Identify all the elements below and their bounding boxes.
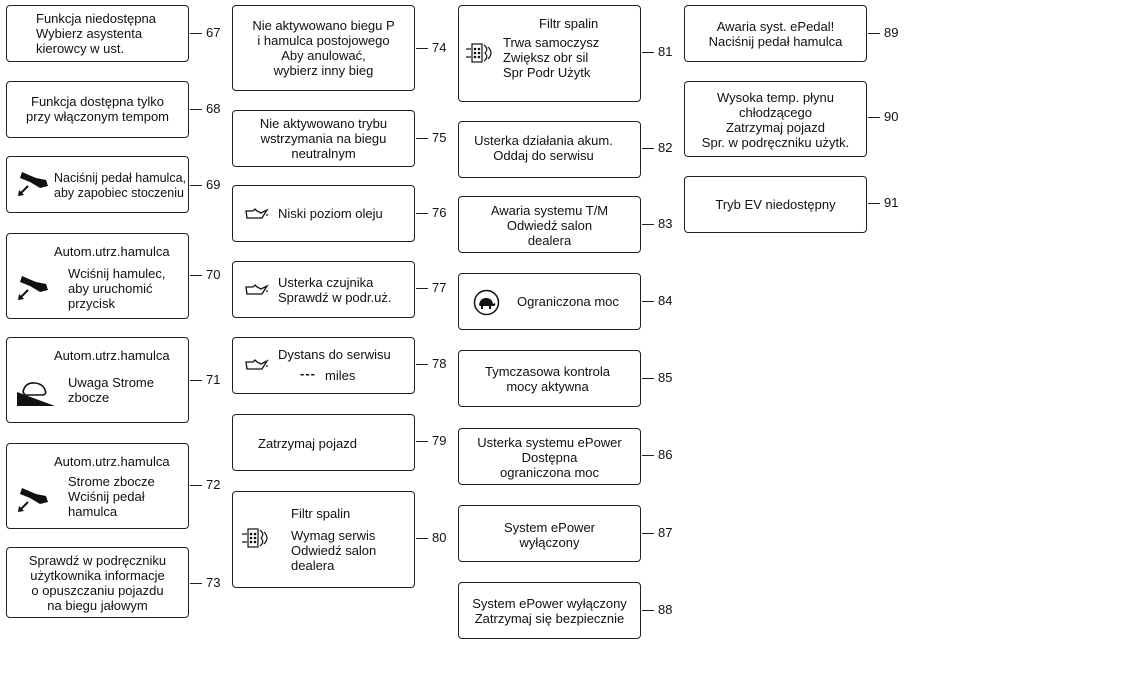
callout-number-89: 89 bbox=[884, 25, 899, 40]
message-text-70: Wciśnij hamulec, aby uruchomić przycisk bbox=[68, 266, 166, 311]
message-box-73 bbox=[6, 547, 189, 618]
message-text-80: Wymag serwis Odwiedź salon dealera bbox=[291, 528, 377, 573]
message-text-77: Usterka czujnika Sprawdź w podr.uż. bbox=[278, 275, 392, 305]
message-text-85: Tymczasowa kontrola mocy aktywna bbox=[485, 364, 610, 394]
callout-number-85: 85 bbox=[658, 370, 673, 385]
message-box-91 bbox=[684, 176, 867, 233]
message-text-68: Funkcja dostępna tylko przy włączonym te… bbox=[25, 94, 170, 124]
callout-number-90: 90 bbox=[884, 109, 899, 124]
message-title-71: Autom.utrz.hamulca bbox=[54, 348, 170, 363]
callout-number-73: 73 bbox=[206, 575, 221, 590]
service-distance-placeholder: --- bbox=[300, 366, 316, 381]
steep-slope-icon bbox=[15, 378, 57, 408]
callout-number-87: 87 bbox=[658, 525, 673, 540]
brake-pedal-icon bbox=[16, 484, 52, 514]
callout-number-78: 78 bbox=[432, 356, 447, 371]
message-text-74: Nie aktywowano biegu P i hamulca postojo… bbox=[252, 18, 395, 78]
callout-number-67: 67 bbox=[206, 25, 221, 40]
message-box-71 bbox=[6, 337, 189, 423]
message-box-67 bbox=[6, 5, 189, 62]
message-text-88: System ePower wyłączony Zatrzymaj się be… bbox=[472, 596, 627, 626]
message-text-83: Awaria systemu T/M Odwiedź salon dealera bbox=[490, 203, 609, 248]
message-text-76: Niski poziom oleju bbox=[278, 206, 383, 221]
message-box-75 bbox=[232, 110, 415, 167]
callout-number-70: 70 bbox=[206, 267, 221, 282]
message-text-73: Sprawdź w podręczniku użytkownika inform… bbox=[28, 553, 167, 613]
message-box-68 bbox=[6, 81, 189, 138]
message-text-86: Usterka systemu ePower Dostępna ogranicz… bbox=[477, 435, 622, 480]
callout-number-76: 76 bbox=[432, 205, 447, 220]
message-text-75: Nie aktywowano trybu wstrzymania na bieg… bbox=[259, 116, 388, 161]
message-text-78: Dystans do serwisu bbox=[278, 347, 391, 362]
callout-number-74: 74 bbox=[432, 40, 447, 55]
message-box-79 bbox=[232, 414, 415, 471]
message-box-83 bbox=[458, 196, 641, 253]
service-distance-unit: miles bbox=[325, 368, 356, 383]
message-box-70 bbox=[6, 233, 189, 319]
message-box-72 bbox=[6, 443, 189, 529]
message-title-72: Autom.utrz.hamulca bbox=[54, 454, 170, 469]
message-box-87 bbox=[458, 505, 641, 562]
callout-number-80: 80 bbox=[432, 530, 447, 545]
oil-can-icon bbox=[243, 283, 269, 297]
oil-can-icon bbox=[243, 358, 269, 372]
message-box-76 bbox=[232, 185, 415, 242]
brake-pedal-icon bbox=[16, 168, 52, 198]
brake-pedal-icon bbox=[16, 272, 52, 302]
callout-number-83: 83 bbox=[658, 216, 673, 231]
callout-number-69: 69 bbox=[206, 177, 221, 192]
callout-number-88: 88 bbox=[658, 602, 673, 617]
message-text-89: Awaria syst. ePedal! Naciśnij pedał hamu… bbox=[708, 19, 843, 49]
message-text-82: Usterka działania akum. Oddaj do serwisu bbox=[474, 133, 613, 163]
message-text-87: System ePower wyłączony bbox=[503, 520, 596, 550]
message-box-82 bbox=[458, 121, 641, 178]
turtle-icon bbox=[473, 289, 500, 316]
message-text-90: Wysoka temp. płynu chłodzącego Zatrzymaj… bbox=[701, 90, 850, 150]
message-text-91: Tryb EV niedostępny bbox=[715, 197, 836, 212]
callout-number-91: 91 bbox=[884, 195, 899, 210]
callout-number-68: 68 bbox=[206, 101, 221, 116]
message-text-79: Zatrzymaj pojazd bbox=[258, 436, 357, 451]
callout-number-72: 72 bbox=[206, 477, 221, 492]
callout-number-81: 81 bbox=[658, 44, 673, 59]
message-box-88 bbox=[458, 582, 641, 639]
message-box-77 bbox=[232, 261, 415, 318]
callout-number-84: 84 bbox=[658, 293, 673, 308]
oil-can-icon bbox=[243, 207, 269, 221]
message-text-84: Ograniczona moc bbox=[517, 294, 619, 309]
message-title-80: Filtr spalin bbox=[291, 506, 351, 521]
message-box-90 bbox=[684, 81, 867, 157]
message-box-89 bbox=[684, 5, 867, 62]
message-box-81 bbox=[458, 5, 641, 102]
callout-number-86: 86 bbox=[658, 447, 673, 462]
callout-number-71: 71 bbox=[206, 372, 221, 387]
message-title-81: Filtr spalin bbox=[539, 16, 599, 31]
callout-number-75: 75 bbox=[432, 130, 447, 145]
message-title-70: Autom.utrz.hamulca bbox=[54, 244, 170, 259]
message-text-67: Funkcja niedostępna Wybierz asystenta ki… bbox=[36, 11, 156, 56]
message-text-72: Strome zbocze Wciśnij pedał hamulca bbox=[68, 474, 155, 519]
exhaust-filter-icon bbox=[241, 526, 273, 550]
message-box-85 bbox=[458, 350, 641, 407]
message-text-71: Uwaga Strome zbocze bbox=[68, 375, 154, 405]
callout-number-77: 77 bbox=[432, 280, 447, 295]
exhaust-filter-icon bbox=[465, 41, 497, 65]
message-box-86 bbox=[458, 428, 641, 485]
callout-number-79: 79 bbox=[432, 433, 447, 448]
message-text-69: Naciśnij pedał hamulca, aby zapobiec sto… bbox=[54, 171, 187, 200]
message-box-78 bbox=[232, 337, 415, 394]
message-box-74 bbox=[232, 5, 415, 91]
callout-number-82: 82 bbox=[658, 140, 673, 155]
message-text-81: Trwa samoczysz Zwiększ obr sil Spr Podr … bbox=[503, 35, 600, 80]
